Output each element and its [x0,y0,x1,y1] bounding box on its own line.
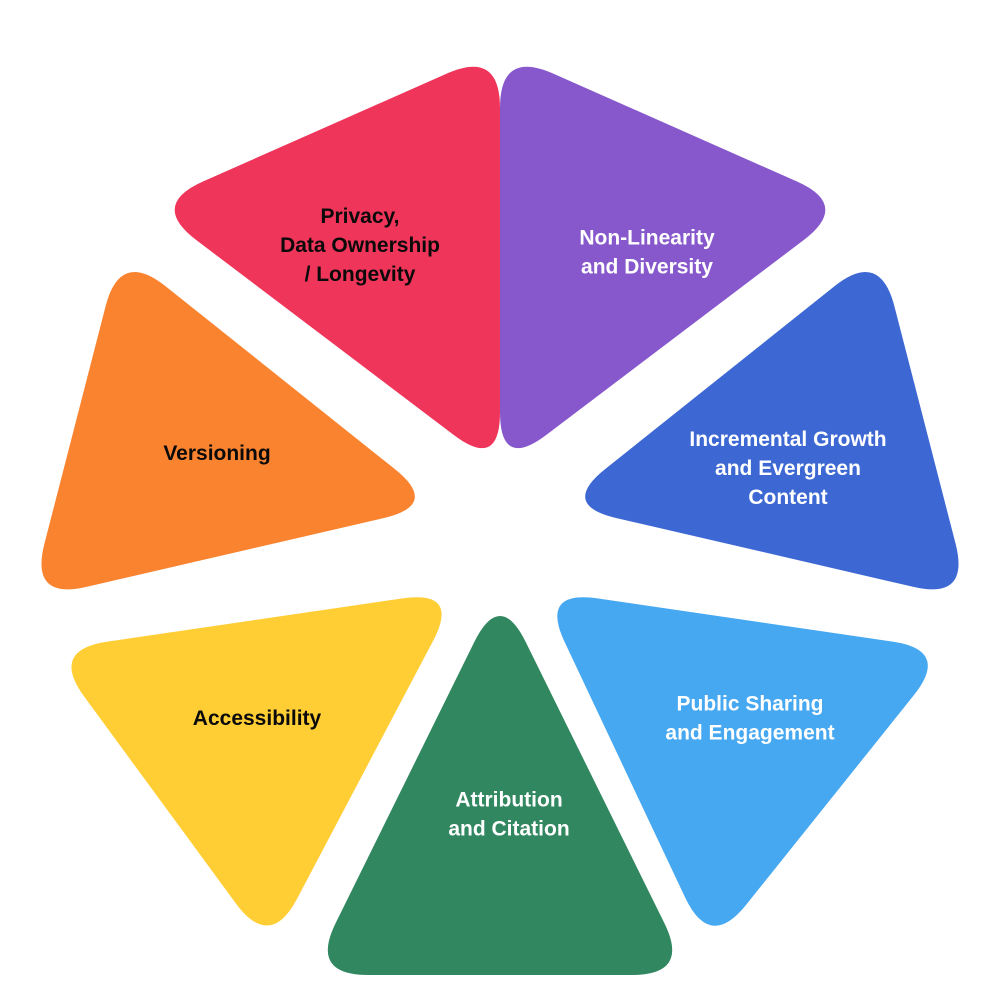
segment-label-line: Privacy, [320,205,399,228]
segment-accessibility: Accessibility [71,597,442,926]
segment-label-attribution: Attribution and Citation [448,789,569,841]
segment-shape-public-sharing [557,597,928,926]
segment-privacy: Privacy, Data Ownership / Longevity [174,66,500,449]
segment-shape-incremental-growth [585,271,959,590]
segment-label-versioning: Versioning [163,442,270,465]
segment-non-linearity: Non-Linearity and Diversity [500,66,826,449]
segment-label-line: and Evergreen [715,457,861,480]
segment-shape-non-linearity [500,66,826,449]
segment-shape-privacy [174,66,500,449]
segment-label-line: Non-Linearity [579,227,715,250]
segment-label-line: / Longevity [305,263,416,286]
segment-versioning: Versioning [41,271,415,590]
segment-label-line: and Diversity [581,256,713,279]
segment-label-line: Attribution [455,789,562,812]
segment-label-privacy: Privacy, Data Ownership / Longevity [280,205,440,286]
segment-shape-versioning [41,271,415,590]
segment-public-sharing: Public Sharing and Engagement [557,597,928,926]
segment-label-non-linearity: Non-Linearity and Diversity [579,227,715,279]
segment-label-line: and Engagement [665,722,834,745]
segment-attribution: Attribution and Citation [327,616,673,975]
segment-label-line: Accessibility [193,707,322,730]
segment-label-line: Public Sharing [676,693,823,716]
segment-label-line: Incremental Growth [689,428,886,451]
segment-label-line: Content [748,486,827,509]
segment-label-line: Versioning [163,442,270,465]
segment-shape-attribution [327,616,673,975]
segment-label-line: and Citation [448,818,569,841]
segment-label-line: Data Ownership [280,234,440,257]
segment-label-public-sharing: Public Sharing and Engagement [665,693,834,745]
segment-label-accessibility: Accessibility [193,707,322,730]
segment-shape-accessibility [71,597,442,926]
